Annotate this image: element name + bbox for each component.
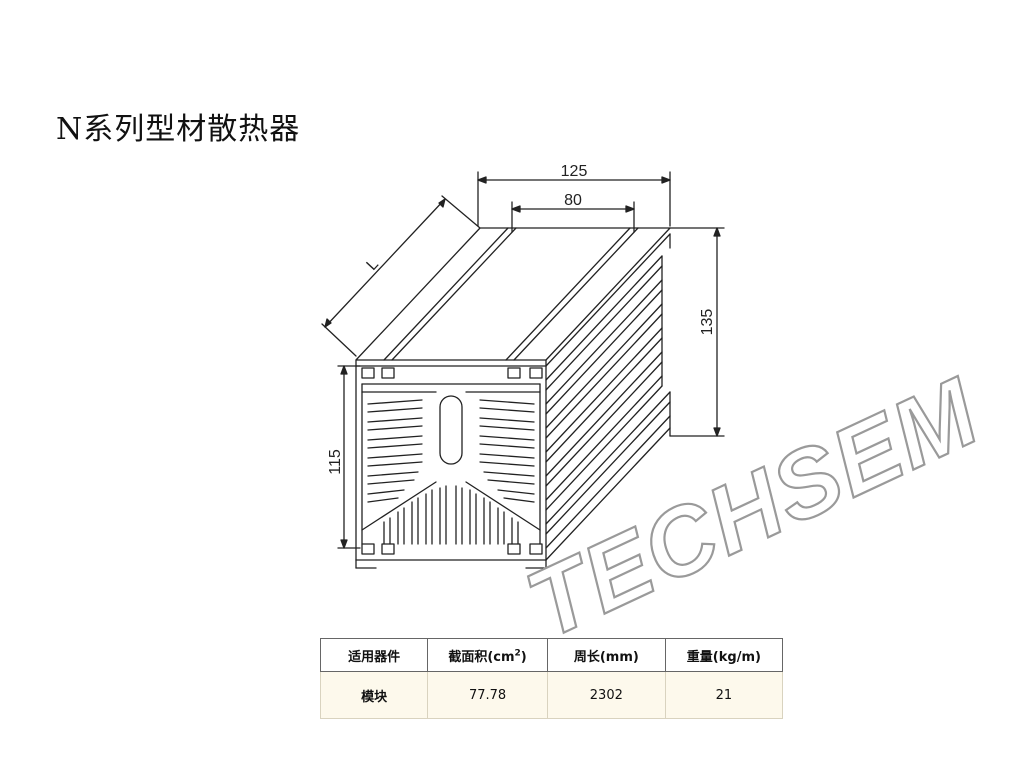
dim-label-135: 135 [699,309,716,336]
spec-table: 适用器件 截面积(cm2) 周长(mm) 重量(kg/m) 模块 77.78 2… [319,638,784,719]
right-fins [479,399,535,503]
cell-perimeter: 2302 [546,671,666,719]
left-fins [367,399,423,503]
cell-area: 77.78 [427,671,548,719]
cell-device: 模块 [319,671,429,719]
header-device: 适用器件 [319,638,429,672]
front-section [355,365,547,569]
cell-weight: 21 [664,671,784,719]
page-title: N系列型材散热器 [56,112,301,147]
table-header-row: 适用器件 截面积(cm2) 周长(mm) 重量(kg/m) [319,638,784,672]
dim-height-side [669,227,725,437]
header-weight: 重量(kg/m) [664,638,784,672]
watermark-text: TECHSEM [512,358,995,659]
dim-label-80: 80 [564,192,582,209]
top-plate [355,227,671,367]
dim-label-125: 125 [561,163,588,180]
dim-height-front [337,365,361,549]
header-perimeter: 周长(mm) [546,638,666,672]
header-area-suffix: ) [520,649,527,665]
table-row: 模块 77.78 2302 21 [319,671,784,719]
dim-length [321,195,481,357]
header-area: 截面积(cm2) [427,638,548,672]
dim-width-total [477,171,671,227]
bottom-fins [383,485,519,545]
dim-label-115: 115 [327,449,344,475]
header-area-prefix: 截面积(cm [448,649,515,665]
dim-width-inner [511,201,635,233]
side-fins [545,233,671,561]
header-area-sup: 2 [514,648,521,659]
